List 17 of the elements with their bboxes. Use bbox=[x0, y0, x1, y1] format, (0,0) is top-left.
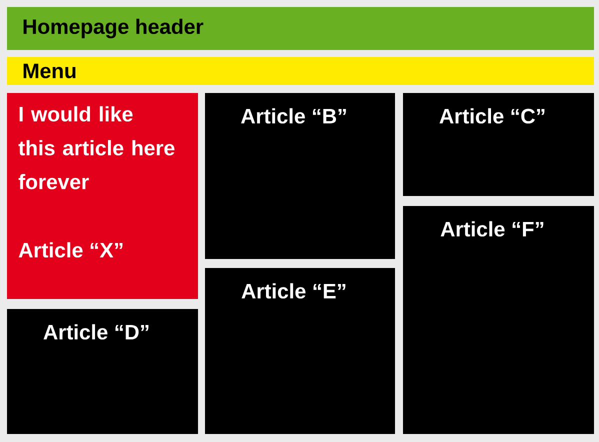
article-block bbox=[403, 206, 594, 434]
article-title: Article “D” bbox=[44, 324, 148, 340]
heading: Homepage header bbox=[24, 18, 204, 38]
article-block bbox=[205, 93, 395, 259]
article-title: Article “B” bbox=[241, 108, 346, 124]
menu-bar bbox=[7, 57, 594, 85]
header-bar bbox=[7, 7, 594, 50]
article-title: Article “F” bbox=[440, 221, 544, 237]
article-block bbox=[403, 93, 594, 196]
article-block bbox=[7, 93, 198, 299]
article-title: Article “X” bbox=[18, 242, 122, 258]
heading: Menu bbox=[24, 64, 76, 78]
article-title: Article “E” bbox=[242, 283, 346, 299]
article-block bbox=[205, 268, 395, 434]
article-block bbox=[7, 309, 198, 434]
article-text: I would like this article here forever bbox=[18, 106, 174, 190]
article-title: Article “C” bbox=[440, 108, 544, 124]
